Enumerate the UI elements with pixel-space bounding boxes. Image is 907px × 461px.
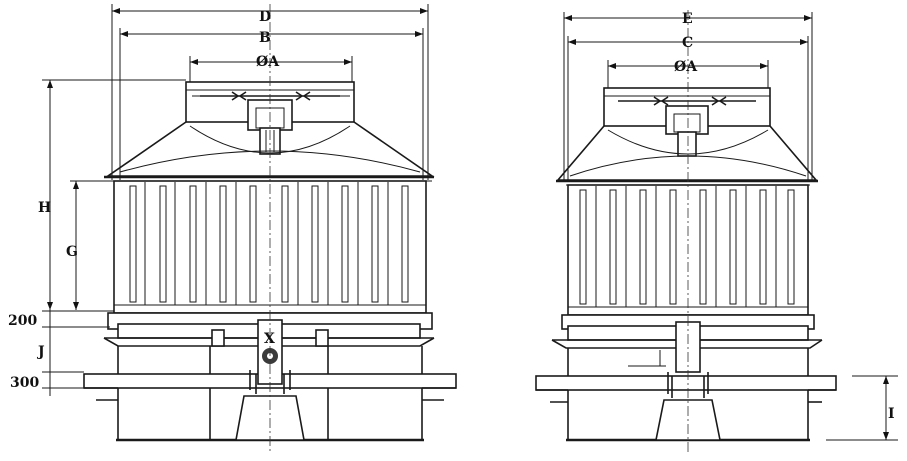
label-h: H <box>38 200 51 216</box>
dim-line-a <box>189 56 353 82</box>
label-200: 200 <box>8 313 37 329</box>
dim-line-200 <box>42 305 114 330</box>
label-c: C <box>682 35 693 51</box>
dim-line-g <box>70 180 114 310</box>
left-elevation-view: D B ØA H G 200 J 300 X <box>8 4 457 452</box>
label-j: J <box>36 344 45 360</box>
label-a-right: ØA <box>674 59 698 75</box>
label-e: E <box>682 11 693 27</box>
louver-panels <box>129 182 409 305</box>
dim-line-i <box>826 375 898 441</box>
label-b: B <box>259 30 271 46</box>
dim-line-b <box>119 28 424 180</box>
dim-line-j <box>42 330 84 374</box>
label-g: G <box>66 244 78 260</box>
right-elevation-view: E C ØA I <box>535 10 898 452</box>
label-300: 300 <box>10 375 39 391</box>
fan-stack-right <box>603 87 771 157</box>
basin-right <box>535 314 837 442</box>
dim-line-300 <box>42 374 84 396</box>
label-a: ØA <box>256 54 280 70</box>
label-d: D <box>259 9 271 25</box>
label-x: X <box>264 331 275 347</box>
label-i: I <box>888 406 895 422</box>
louver-panels-right <box>579 186 795 307</box>
